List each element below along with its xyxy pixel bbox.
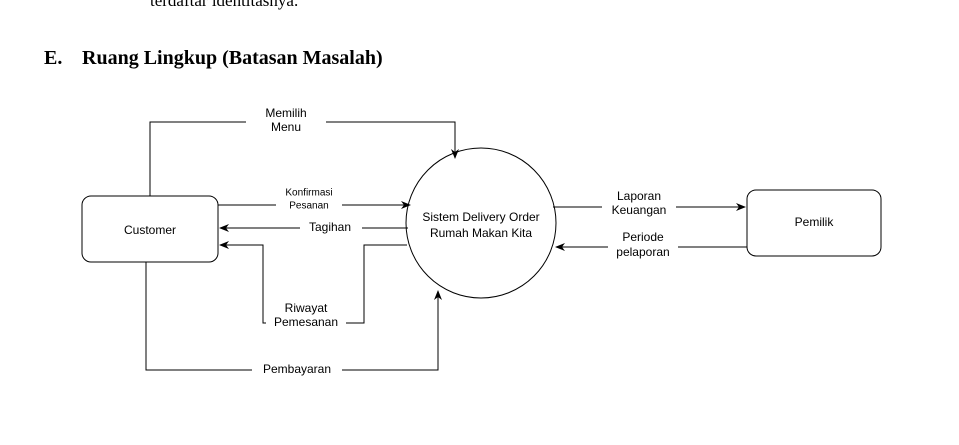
customer-entity-label: Customer xyxy=(124,223,176,237)
flow-laporan-keuangan-label-1: Laporan xyxy=(617,189,661,203)
owner-entity-box xyxy=(746,189,882,257)
flow-laporan-keuangan-label-2: Keuangan xyxy=(612,203,667,217)
flow-laporan-keuangan-label-bg xyxy=(602,187,676,219)
section-title: Ruang Lingkup (Batasan Masalah) xyxy=(82,47,383,69)
flow-konfirmasi-pesanan-label-1: Konfirmasi xyxy=(285,188,332,199)
flow-periode-pelaporan-label-1: Periode xyxy=(622,230,664,244)
flow-tagihan-label: Tagihan xyxy=(309,220,351,234)
preceding-paragraph-text: terdaftar identitasnya. xyxy=(150,0,299,10)
process-label-line1: Sistem Delivery Order xyxy=(422,210,539,224)
flow-memilih-menu-label-bg xyxy=(246,104,326,138)
section-heading: E. Ruang Lingkup (Batasan Masalah) xyxy=(44,47,383,70)
process-label-line2: Rumah Makan Kita xyxy=(430,226,532,240)
flow-periode-pelaporan-label-2: pelaporan xyxy=(616,245,669,259)
flow-periode-pelaporan-label-bg xyxy=(608,228,678,262)
flow-pembayaran-label: Pembayaran xyxy=(263,362,331,376)
process-circle xyxy=(405,147,557,299)
flow-pembayaran-label-bg xyxy=(252,361,342,379)
flow-konfirmasi-pesanan-label-bg xyxy=(276,186,342,214)
flow-riwayat-pemesanan-label-2: Pemesanan xyxy=(274,315,338,329)
flow-riwayat-pemesanan-label-bg xyxy=(266,300,346,332)
section-letter: E. xyxy=(44,47,63,69)
owner-entity-label: Pemilik xyxy=(795,215,835,229)
flow-tagihan-label-bg xyxy=(300,220,362,236)
flow-memilih-menu-label-2: Menu xyxy=(271,120,301,134)
flow-memilih-menu-label-1: Memilih xyxy=(265,106,306,120)
flow-konfirmasi-pesanan-label-2: Pesanan xyxy=(289,201,328,212)
flow-riwayat-pemesanan-label-1: Riwayat xyxy=(285,301,328,315)
